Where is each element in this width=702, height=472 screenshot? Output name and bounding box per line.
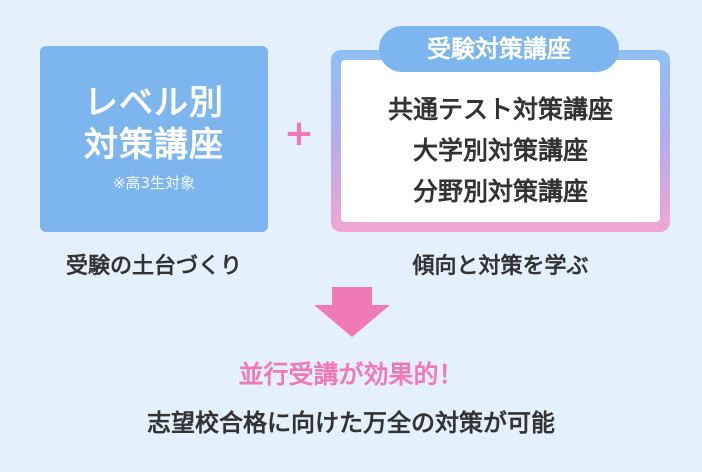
exam-course-caption: 傾向と対策を学ぶ <box>412 254 589 279</box>
exam-course-tab: 受験対策講座 <box>379 26 619 72</box>
level-course-title-line2: 対策講座 <box>84 125 224 165</box>
exam-course-list: 共通テスト対策講座 大学別対策講座 分野別対策講座 <box>341 60 660 222</box>
course-item-field: 分野別対策講座 <box>412 176 588 206</box>
level-course-box: レベル別 対策講座 ※高3生対象 <box>40 46 268 232</box>
level-course-title-line1: レベル別 <box>84 83 224 123</box>
course-item-common-test: 共通テスト対策講座 <box>387 94 613 124</box>
result-subline: 志望校合格に向けた万全の対策が可能 <box>147 409 555 437</box>
course-item-university: 大学別対策講座 <box>412 135 588 165</box>
down-arrow-icon <box>314 287 390 337</box>
level-course-caption: 受験の土台づくり <box>65 254 242 279</box>
exam-course-box: 共通テスト対策講座 大学別対策講座 分野別対策講座 <box>331 50 670 232</box>
plus-icon: + <box>283 113 315 154</box>
result-headline: 並行受講が効果的！ <box>238 360 464 389</box>
level-course-title: レベル別 対策講座 <box>84 82 224 166</box>
target-note: ※高3生対象 <box>112 174 196 192</box>
